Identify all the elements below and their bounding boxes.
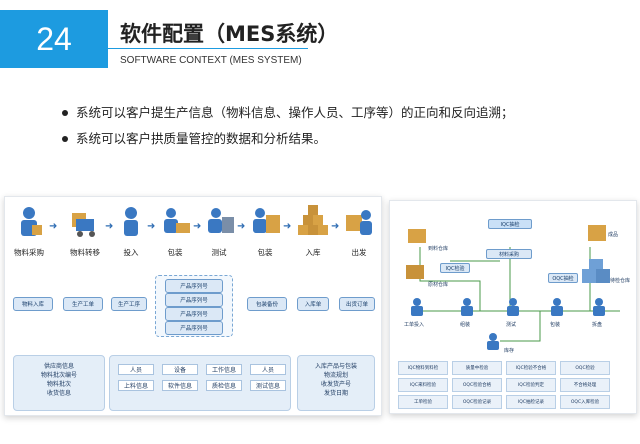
test-station-icon — [208, 208, 234, 233]
info-chip: 质检信息 — [206, 380, 242, 391]
arrow-icon: ➜ — [283, 221, 292, 232]
box-icon — [588, 225, 606, 241]
process-step: 入库 — [293, 205, 333, 258]
node-box: IQC检验 — [440, 263, 470, 273]
process-step: 包装 — [245, 205, 285, 258]
info-chip: 上料信息 — [118, 380, 154, 391]
qc-chip: 不合格处理 — [560, 378, 610, 392]
worker-icon — [21, 207, 42, 236]
process-step: 出发 — [339, 205, 379, 258]
worker-icon — [551, 298, 563, 316]
material-purchase-box: 材料采购 — [486, 249, 532, 259]
bullet-list: 系统可以客户提生产信息（物料信息、操作人员、工序等）的正向和反向追溯； 系统可以… — [62, 100, 622, 152]
forklift-icon — [72, 213, 95, 237]
info-chip: 人员 — [118, 364, 154, 375]
arrow-icon: ➜ — [193, 221, 202, 232]
flow-box: 包装备份 — [247, 297, 287, 311]
qc-chip: IQC物料到料检 — [398, 361, 448, 375]
process-step: 包装 — [155, 205, 195, 258]
page-subtitle: SOFTWARE CONTEXT (MES SYSTEM) — [120, 55, 302, 66]
serial-box: 产品序列号 — [165, 293, 223, 307]
quality-control-diagram: IQC抽检 材料采购 到料仓库 IQC检验 原材仓库 工单投入 组装 测试 OQ… — [389, 200, 637, 414]
traceability-flow-diagram: 物料采购 ➜ 物料转移 ➜ 投入 ➜ 包装 ➜ 测试 ➜ 包装 ➜ 入库 ➜ 出… — [4, 196, 382, 416]
flow-box: 生产工单 — [63, 297, 103, 311]
worker-icon — [124, 207, 138, 236]
qc-chip: IQC来料检验 — [398, 378, 448, 392]
flow-box: 出货订单 — [339, 297, 375, 311]
box-icon — [406, 265, 424, 279]
pallet-icon — [582, 259, 610, 283]
node-box: OQC抽检 — [548, 273, 578, 283]
box-icon — [408, 229, 426, 243]
info-chip: 设备 — [162, 364, 198, 375]
arrow-icon: ➜ — [331, 221, 340, 232]
qc-chip: OQC入库检验 — [560, 395, 610, 409]
qc-chip: 工单检验 — [398, 395, 448, 409]
bullet-item: 系统可以客户拱质量管控的数据和分析结果。 — [62, 126, 622, 152]
serial-box: 产品序列号 — [165, 307, 223, 321]
page-title: 软件配置（MES系统） — [120, 22, 339, 46]
warehouse-boxes-icon — [298, 205, 328, 235]
packing-station-icon — [164, 208, 190, 233]
flow-box: 物料入库 — [13, 297, 53, 311]
title-underline — [108, 48, 308, 49]
worker-icon — [593, 298, 605, 316]
serial-box: 产品序列号 — [165, 279, 223, 293]
flow-box: 生产工序 — [111, 297, 147, 311]
qc-chip: IQC检验不合格 — [506, 361, 556, 375]
flow-box: 入库单 — [297, 297, 329, 311]
arrow-icon: ➜ — [49, 221, 58, 232]
info-chip: 测试信息 — [250, 380, 286, 391]
process-step: 投入 — [111, 205, 151, 258]
qc-chip: OQC检验 — [560, 361, 610, 375]
production-info-box: 人员 设备 工作信息 人员 上料信息 软件信息 质检信息 测试信息 — [109, 355, 291, 411]
worker-icon — [461, 298, 473, 316]
bullet-item: 系统可以客户提生产信息（物料信息、操作人员、工序等）的正向和反向追溯； — [62, 100, 622, 126]
packing-icon — [253, 208, 280, 233]
qc-chip: IQC检验判定 — [506, 378, 556, 392]
process-step: 测试 — [199, 205, 239, 258]
worker-icon — [507, 298, 519, 316]
info-chip: 软件信息 — [162, 380, 198, 391]
info-chip: 人员 — [250, 364, 286, 375]
process-step: 物料转移 — [65, 205, 105, 258]
supplier-info-box: 供应商信息 物料批次编号 物料批次 收货信息 — [13, 355, 105, 411]
qc-chip: OQC检验记录 — [452, 395, 502, 409]
info-chip: 工作信息 — [206, 364, 242, 375]
iqc-sampling-box: IQC抽检 — [488, 219, 532, 229]
serial-box: 产品序列号 — [165, 321, 223, 335]
shipping-info-box: 入库产品与包装 物流规划 收发货产号 发货日期 — [297, 355, 375, 411]
slide-number-badge: 24 — [0, 10, 108, 68]
worker-icon — [487, 333, 499, 350]
process-step: 物料采购 — [9, 205, 49, 258]
qc-chip: 质量中检验 — [452, 361, 502, 375]
worker-icon — [411, 298, 423, 316]
qc-chip: OQC检验合格 — [452, 378, 502, 392]
shipping-icon — [346, 210, 372, 235]
qc-chip: IQC抽检记录 — [506, 395, 556, 409]
arrow-icon: ➜ — [147, 221, 156, 232]
arrow-icon: ➜ — [237, 221, 246, 232]
arrow-icon: ➜ — [105, 221, 114, 232]
